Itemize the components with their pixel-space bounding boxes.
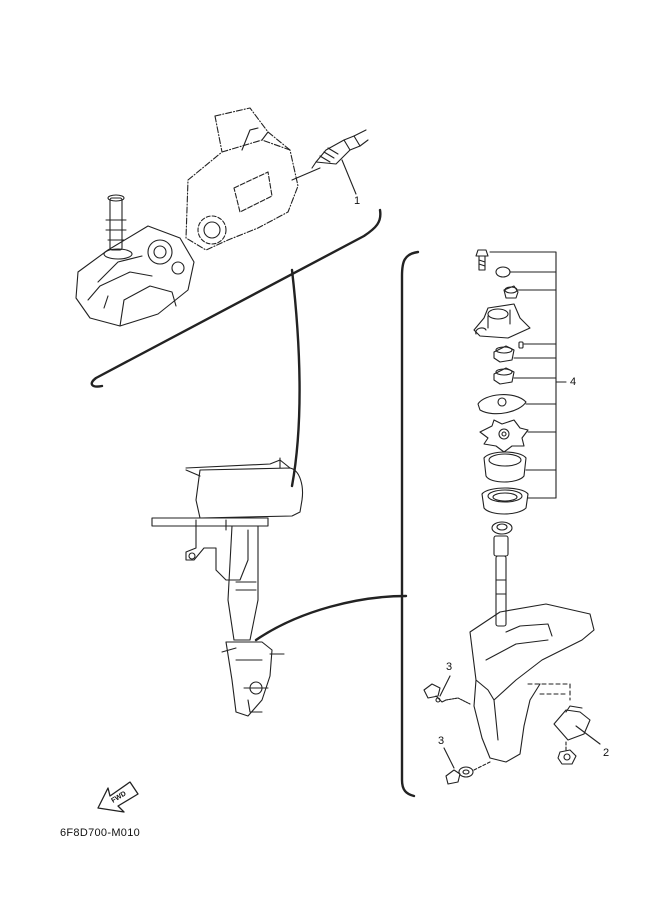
callout-3-upper: 3 [446,661,453,673]
outboard-motor [151,268,408,717]
drawing-code: 6F8D700-M010 [60,827,141,839]
spark-plug [311,129,369,169]
fwd-arrow-icon [97,781,139,813]
callout-4: 4 [570,376,577,388]
powerhead-assembly [75,107,382,388]
kit-4-bracket-lines [489,251,567,499]
callout-3-lower: 3 [438,735,445,747]
water-pump-parts [423,249,601,785]
callout-1: 1 [354,195,361,207]
callout-2: 2 [603,747,610,759]
group-bracket [400,250,420,798]
